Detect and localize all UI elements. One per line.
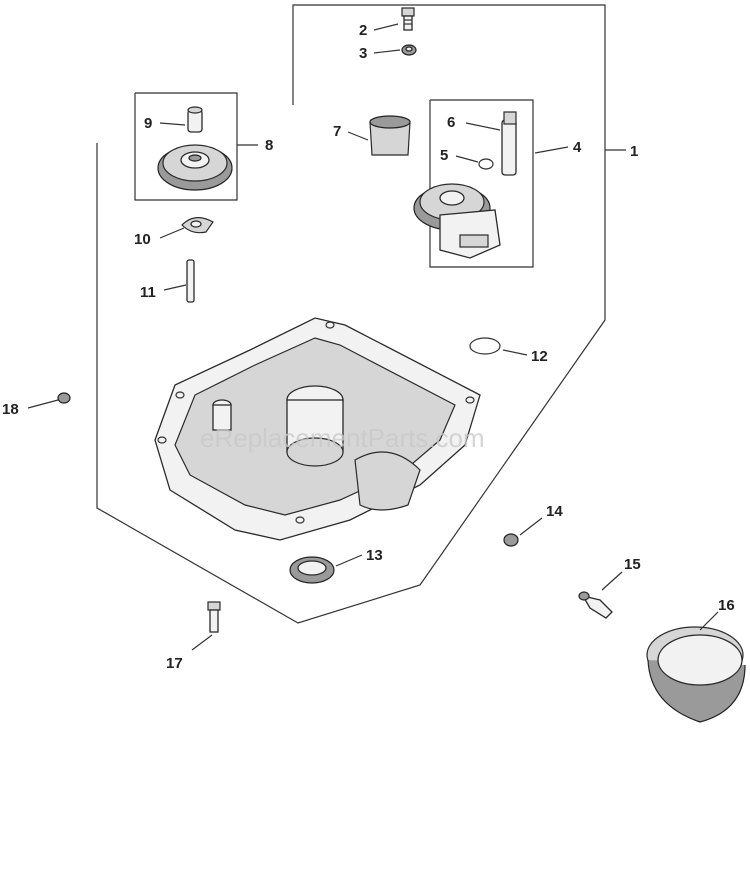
callout-4: 4 <box>573 139 582 156</box>
leader-13 <box>335 554 363 567</box>
leader-11 <box>163 284 187 291</box>
leader-6 <box>465 122 501 131</box>
plug-part-14[interactable] <box>503 533 519 547</box>
leader-17 <box>191 634 213 651</box>
assembly-outline-1 <box>96 4 606 624</box>
callout-17: 17 <box>166 655 183 672</box>
callout-10: 10 <box>134 231 151 248</box>
callout-11: 11 <box>140 284 156 301</box>
oil-seal-part-13[interactable] <box>289 556 335 584</box>
leader-3 <box>373 49 401 54</box>
leader-15 <box>601 571 623 591</box>
leader-7 <box>347 131 369 141</box>
callout-12: 12 <box>531 348 548 365</box>
shaft-part-6[interactable] <box>501 111 517 176</box>
screw-part-18[interactable] <box>57 392 71 404</box>
callout-6: 6 <box>447 114 455 131</box>
callout-3: 3 <box>359 45 367 62</box>
leader-18 <box>27 399 59 409</box>
callout-9: 9 <box>144 115 152 132</box>
dowel-pin-part-11[interactable] <box>186 259 195 303</box>
callout-8: 8 <box>265 137 273 154</box>
callout-7: 7 <box>333 123 341 140</box>
leader-5 <box>455 155 479 163</box>
leader-2 <box>373 23 399 31</box>
washer-part-10[interactable] <box>181 217 214 234</box>
callout-15: 15 <box>624 556 641 573</box>
oil-pump-assembly-4[interactable] <box>413 183 501 259</box>
crankcase-housing[interactable] <box>154 317 481 541</box>
callout-1: 1 <box>630 143 638 160</box>
callout-14: 14 <box>546 503 563 520</box>
callout-18: 18 <box>2 401 19 418</box>
callout-2: 2 <box>359 22 367 39</box>
leader-16 <box>699 611 719 631</box>
oring-part-5[interactable] <box>478 158 494 170</box>
callout-5: 5 <box>440 147 448 164</box>
leader-10 <box>159 227 185 239</box>
leader-14 <box>519 517 543 536</box>
leader-9 <box>159 122 186 126</box>
nut-part-3[interactable] <box>401 44 417 56</box>
bolt-part-17[interactable] <box>207 601 221 633</box>
subassembly-box-8 <box>134 92 238 201</box>
screw-part-2[interactable] <box>401 7 415 31</box>
callout-16: 16 <box>718 597 735 614</box>
leader-4 <box>534 146 569 154</box>
callout-13: 13 <box>366 547 383 564</box>
watermark-text: eReplacementParts.com <box>200 423 485 453</box>
fitting-part-15[interactable] <box>578 591 613 619</box>
leader-12 <box>502 349 528 356</box>
pin-part-9[interactable] <box>187 106 203 133</box>
oring-part-12[interactable] <box>469 337 501 355</box>
oil-filter-part-16[interactable] <box>646 626 746 723</box>
gear-assembly-8[interactable] <box>157 144 233 191</box>
bushing-part-7[interactable] <box>369 115 411 156</box>
